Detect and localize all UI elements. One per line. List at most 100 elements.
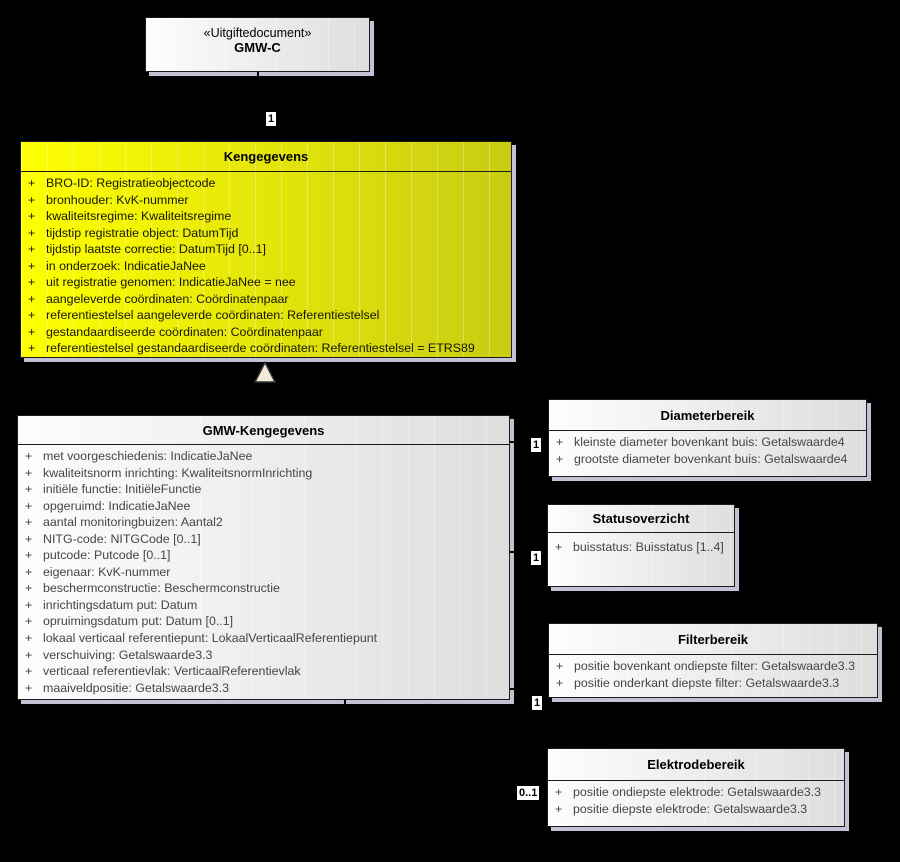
visibility-public-symbol: + [556,659,564,673]
attribute-text: BRO-ID: Registratieobjectcode [46,176,216,190]
visibility-public-symbol: + [25,647,33,662]
attribute-row: + NITG-code: NITGCode [0..1] [18,531,509,548]
attribute-list-gmw-kengegevens: + met voorgeschiedenis: IndicatieJaNee + kw… [18,445,509,696]
attribute-text: positie onderkant diepste filter: Getals… [574,675,840,690]
class-filterbereik: Filterbereik + positie bovenkant ondiepst… [548,623,878,698]
class-title-elektrodebereik: Elektrodebereik [647,757,745,772]
class-title-gmw-kengegevens: GMW-Kengegevens [202,422,325,438]
attribute-text: putcode: Putcode [0..1] [43,548,171,563]
visibility-public-symbol: + [28,324,36,339]
visibility-public-symbol: + [28,275,36,290]
visibility-public-symbol: + [28,192,36,207]
attribute-text: verticaal referentievlak: VerticaalRefer… [43,664,301,679]
visibility-public-symbol: + [25,531,33,546]
attribute-list-kengegevens: + BRO-ID: Registratieobjectcode + bronhoude… [21,172,511,357]
attribute-row: + grootste diameter bovenkant buis: Getal… [549,451,866,468]
visibility-public-symbol: + [25,498,33,513]
attribute-row: +kleinste diameter bovenkant buis: Getal… [549,434,866,451]
association-line-diameterbereik [510,441,548,443]
visibility-public-symbol: + [556,451,564,466]
class-title-kengegevens: Kengegevens [223,149,309,164]
association-line-gmwc-kengegevens [257,72,259,141]
attribute-text: beschermconstructie: Beschermconstructie [43,581,280,596]
class-gmw-kengegevens: GMW-Kengegevens + met voorgeschiedenis: I… [17,415,510,700]
multiplicity-gmwc-kengegevens: 1 [266,112,277,126]
class-title-gmw-c: GMW-C [234,40,281,55]
attribute-row: +beschermconstructie: Beschermconstructi… [18,580,509,597]
attribute-text: uit registratie genomen: IndicatieJaNee … [46,275,296,290]
attribute-text: opgeruimd: IndicatieJaNee [43,498,191,513]
attribute-text: kwaliteitsregime: Kwaliteitsregime [46,209,232,224]
attribute-text: positie diepste elektrode: Getalswaarde3… [573,801,808,816]
attribute-row: + eigenaar: KvK-nummer [18,564,509,581]
class-title-diameterbereik: Diameterbereik [660,407,755,423]
association-line-statusoverzicht [510,551,547,553]
attribute-text: bronhouder: KvK-nummer [46,192,189,207]
multiplicity-elektrodebereik: 0..1 [517,786,540,800]
attribute-text: tijdstip registratie object: DatumTijd [46,225,239,240]
attribute-row: + gestandaardiseerde coördinaten: Coördin… [21,324,511,341]
class-statusoverzicht-header: Statusoverzicht [548,505,734,533]
class-gmw-c-header: «Uitgiftedocument» GMW-C [146,18,369,79]
attribute-row: + positie onderkant diepste filter: Getal… [549,675,877,692]
class-filterbereik-header: Filterbereik [549,624,877,655]
class-gmw-c: «Uitgiftedocument» GMW-C [145,17,370,72]
visibility-public-symbol: + [25,548,33,563]
attribute-text: NITG-code: NITGCode [0..1] [43,531,201,546]
attribute-text: tijdstip laatste correctie: DatumTijd [0… [46,242,266,257]
attribute-row: + uit registratie genomen: IndicatieJaNee… [21,274,511,291]
attribute-row: +initiële functie: InitiëleFunctie [18,481,509,498]
attribute-text: met voorgeschiedenis: IndicatieJaNee [43,449,253,463]
attribute-row: +tijdstip registratie object: DatumTijd [21,225,511,242]
class-title-statusoverzicht: Statusoverzicht [592,511,690,526]
attribute-text: buisstatus: Buisstatus [1..4] [573,540,724,554]
visibility-public-symbol: + [25,449,33,463]
attribute-row: +verticaal referentievlak: VerticaalRefe… [18,663,509,680]
visibility-public-symbol: + [556,435,564,449]
attribute-row: + kwaliteitsnorm inrichting: Kwaliteitsno… [18,465,509,482]
attribute-text: inrichtingsdatum put: Datum [43,597,198,612]
class-title-filterbereik: Filterbereik [677,631,749,647]
attribute-text: grootste diameter bovenkant buis: Getals… [574,451,848,466]
visibility-public-symbol: + [25,564,33,579]
association-line-filterbereik [510,688,548,690]
class-diameterbereik-header: Diameterbereik [549,400,866,431]
visibility-public-symbol: + [25,515,33,530]
visibility-public-symbol: + [25,680,33,695]
attribute-text: initiële functie: InitiëleFunctie [43,482,202,497]
attribute-text: gestandaardiseerde coördinaten: Coördina… [46,324,323,339]
attribute-row: +positie ondiepste elektrode: Getalswaar… [548,784,844,801]
visibility-public-symbol: + [25,614,33,629]
attribute-row: +referentiestelsel aangeleverde coördina… [21,307,511,324]
class-elektrodebereik: Elektrodebereik +positie ondiepste elekt… [547,748,845,827]
attribute-row: +inrichtingsdatum put: Datum [18,597,509,614]
attribute-row: + verschuiving: Getalswaarde3.3 [18,647,509,664]
visibility-public-symbol: + [25,465,33,480]
multiplicity-filterbereik: 1 [532,696,543,710]
attribute-row: +in onderzoek: IndicatieJaNee [21,258,511,275]
attribute-text: positie ondiepste elektrode: Getalswaard… [573,785,821,799]
attribute-row: +maaiveldpositie: Getalswaarde3.3 [18,680,509,697]
attribute-text: eigenaar: KvK-nummer [43,564,171,579]
visibility-public-symbol: + [555,540,563,554]
attribute-list-elektrodebereik: +positie ondiepste elektrode: Getalswaar… [548,781,844,817]
attribute-row: +referentiestelsel gestandaardiseerde co… [21,340,511,357]
visibility-public-symbol: + [25,631,33,646]
visibility-public-symbol: + [28,242,36,257]
attribute-row: + putcode: Putcode [0..1] [18,547,509,564]
visibility-public-symbol: + [556,675,564,690]
association-line-elektrodebereik-horizontal [344,792,547,794]
attribute-text: in onderzoek: IndicatieJaNee [46,258,206,273]
attribute-row: + aantal monitoringbuizen: Aantal2 [18,514,509,531]
visibility-public-symbol: + [28,209,36,224]
attribute-text: lokaal verticaal referentiepunt: LokaalV… [43,631,378,646]
attribute-text: aantal monitoringbuizen: Aantal2 [43,515,223,530]
attribute-text: referentiestelsel gestandaardiseerde coö… [46,341,475,356]
class-statusoverzicht: Statusoverzicht + buisstatus: Buisstatus … [547,504,735,587]
attribute-row: + lokaal verticaal referentiepunt: Lokaal… [18,630,509,647]
attribute-text: kwaliteitsnorm inrichting: Kwaliteitsnor… [43,465,313,480]
attribute-text: positie bovenkant ondiepste filter: Geta… [574,659,856,673]
class-diameterbereik: Diameterbereik +kleinste diameter bovenk… [548,399,867,477]
attribute-row: +opruimingsdatum put: Datum [0..1] [18,613,509,630]
attribute-text: verschuiving: Getalswaarde3.3 [43,647,213,662]
